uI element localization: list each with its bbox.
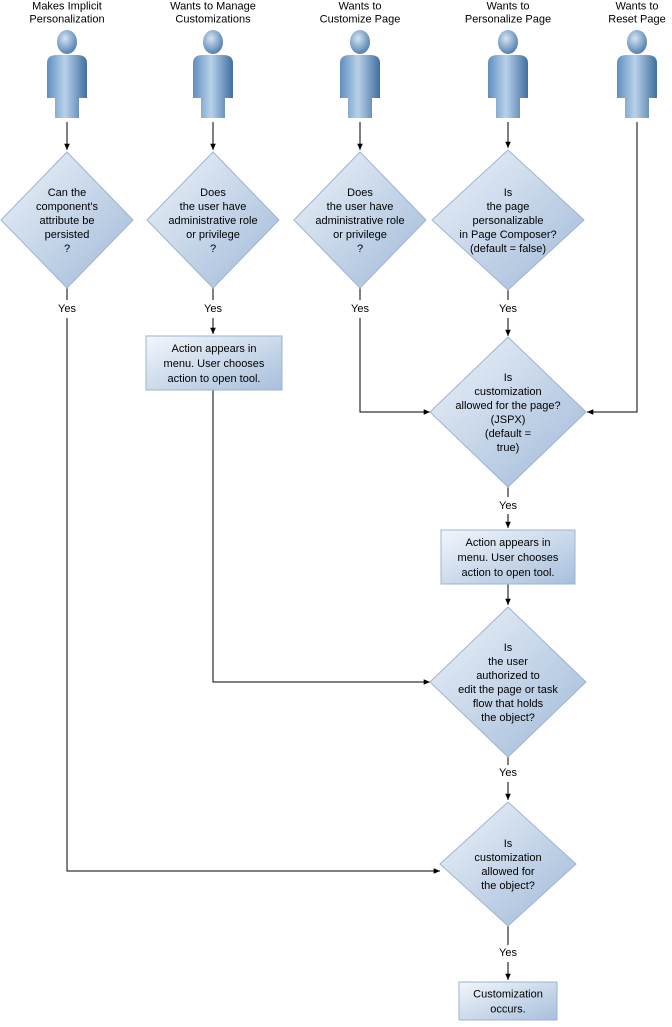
- connector-line: [66, 318, 440, 874]
- decision-admin-customize: Does the user have administrative role or p…: [293, 151, 427, 289]
- decision-text: persisted: [45, 229, 90, 241]
- decision-text: edit the page or task: [458, 684, 558, 696]
- decision-text: Can the: [48, 187, 87, 199]
- decision-text: personalizable: [473, 215, 544, 227]
- decision-text: in Page Composer?: [459, 229, 556, 241]
- actor-label: Makes Implicit: [32, 1, 102, 13]
- connector-line: [587, 122, 638, 415]
- decision-text: the user have: [327, 201, 394, 213]
- connectors: [64, 122, 638, 980]
- actor-label: Wants to: [339, 1, 382, 13]
- nodes: Can the component's attribute be persisted?…: [0, 149, 587, 1021]
- decision-text: ?: [210, 243, 216, 255]
- person-icon: [488, 30, 528, 118]
- decision-text: ?: [64, 243, 70, 255]
- decision-text: the object?: [481, 880, 535, 892]
- decision-text: Is: [504, 187, 513, 199]
- decision-text: Does: [347, 187, 373, 199]
- decision-page-allowed: Is customization allowed for the page? (JSP…: [429, 336, 587, 488]
- actor-label: Wants to: [616, 1, 659, 13]
- decision-text: the user: [488, 656, 528, 668]
- decision-text: administrative role: [168, 215, 257, 227]
- action-text: menu. User chooses: [458, 552, 559, 564]
- action-final: Customization occurs.: [458, 981, 558, 1021]
- decision-personalizable: Is the page personalizable in Page Composer…: [431, 149, 585, 291]
- yes-label: Yes: [499, 500, 517, 512]
- decision-text: administrative role: [315, 215, 404, 227]
- actor-label: Wants to Manage: [170, 1, 256, 13]
- decision-text: customization: [474, 386, 541, 398]
- decision-text: the object?: [481, 712, 535, 724]
- decision-text: Is: [504, 838, 513, 850]
- decision-text: component's: [36, 201, 99, 213]
- yes-label: Yes: [351, 303, 369, 315]
- person-icon: [617, 30, 657, 118]
- decision-text: the page: [487, 201, 530, 213]
- decision-text: allowed for: [481, 866, 535, 878]
- decision-text: customization: [474, 852, 541, 864]
- actor-label: Personalize Page: [465, 14, 551, 26]
- decision-text: (default =: [485, 428, 531, 440]
- decision-text: the user have: [180, 201, 247, 213]
- action-text: menu. User chooses: [164, 358, 265, 370]
- yes-label: Yes: [58, 303, 76, 315]
- yes-label: Yes: [499, 303, 517, 315]
- actor-label: Wants to: [487, 1, 530, 13]
- decision-text: ?: [357, 243, 363, 255]
- action-tool-2: Action appears in menu. User chooses actio…: [440, 529, 576, 585]
- decision-object-allowed: Is customization allowed for the object?: [439, 801, 577, 927]
- decision-text: or privilege: [186, 229, 240, 241]
- connector-line: [212, 390, 430, 685]
- yes-label: Yes: [499, 947, 517, 959]
- action-text: action to open tool.: [168, 373, 261, 385]
- person-icon: [193, 30, 233, 118]
- action-text: Customization: [473, 989, 543, 1001]
- actor-label: Reset Page: [608, 14, 665, 26]
- decision-text: Is: [504, 642, 513, 654]
- decision-text: (default = false): [470, 243, 546, 255]
- person-icon: [47, 30, 87, 118]
- actor-label: Personalization: [29, 14, 104, 26]
- decision-text: Is: [504, 372, 513, 384]
- action-text: Action appears in: [172, 343, 257, 355]
- decision-persisted: Can the component's attribute be persisted?: [0, 151, 134, 289]
- action-tool-1: Action appears in menu. User chooses actio…: [145, 335, 283, 391]
- action-text: occurs.: [490, 1004, 525, 1016]
- decision-authorized: Is the user authorized to edit the page or …: [429, 606, 587, 758]
- decision-text: Does: [200, 187, 226, 199]
- decision-text: (JSPX): [491, 414, 526, 426]
- connector-line: [359, 318, 430, 415]
- decision-text: allowed for the page?: [455, 400, 560, 412]
- decision-admin-manage: Does the user have administrative role or p…: [146, 151, 280, 289]
- action-text: action to open tool.: [462, 567, 555, 579]
- yes-label: Yes: [204, 303, 222, 315]
- actor-label: Customize Page: [320, 14, 401, 26]
- action-text: Action appears in: [466, 537, 551, 549]
- person-icon: [340, 30, 380, 118]
- decision-text: attribute be: [39, 215, 94, 227]
- decision-text: flow that holds: [473, 698, 544, 710]
- yes-label: Yes: [499, 767, 517, 779]
- decision-text: true): [497, 442, 520, 454]
- decision-text: authorized to: [476, 670, 540, 682]
- decision-text: or privilege: [333, 229, 387, 241]
- actor-label: Customizations: [175, 14, 251, 26]
